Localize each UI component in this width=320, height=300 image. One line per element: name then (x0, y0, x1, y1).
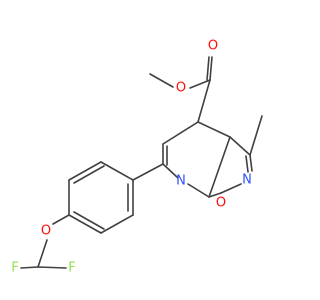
atom-label: O (176, 81, 186, 96)
bond (189, 79, 211, 89)
molecule-drawing: O O N N O O F F (11, 39, 263, 276)
atom-label: O (216, 196, 226, 211)
bond (229, 136, 251, 156)
bond (73, 165, 105, 184)
bond (37, 239, 48, 268)
bond (208, 136, 231, 198)
bond (245, 155, 249, 173)
bond (249, 115, 263, 156)
atom-label: N (176, 174, 186, 189)
bond (209, 56, 213, 81)
bond (149, 73, 174, 88)
atom-label: O (208, 39, 218, 54)
bond (100, 161, 134, 181)
bond (52, 214, 70, 225)
bond (206, 56, 210, 81)
atom-label-layer: O O N N O O F F (11, 39, 252, 276)
atom-label: F (11, 261, 18, 276)
bond (68, 214, 102, 234)
bond (132, 163, 164, 181)
bond-layer (20, 56, 263, 269)
bond (37, 266, 67, 269)
bond (162, 121, 199, 145)
bond (162, 163, 179, 179)
bond (197, 121, 231, 138)
atom-label: N (242, 173, 252, 188)
bond (249, 154, 253, 172)
atom-label: F (68, 261, 75, 276)
bond (73, 211, 105, 230)
bond (187, 183, 210, 198)
bond (197, 79, 211, 123)
atom-label: O (41, 224, 51, 239)
bond (208, 192, 222, 198)
bond (220, 183, 242, 194)
bond (68, 161, 102, 181)
molecule-canvas: O O N N O O F F (11, 39, 263, 276)
bond (100, 214, 134, 234)
bond (20, 266, 39, 269)
